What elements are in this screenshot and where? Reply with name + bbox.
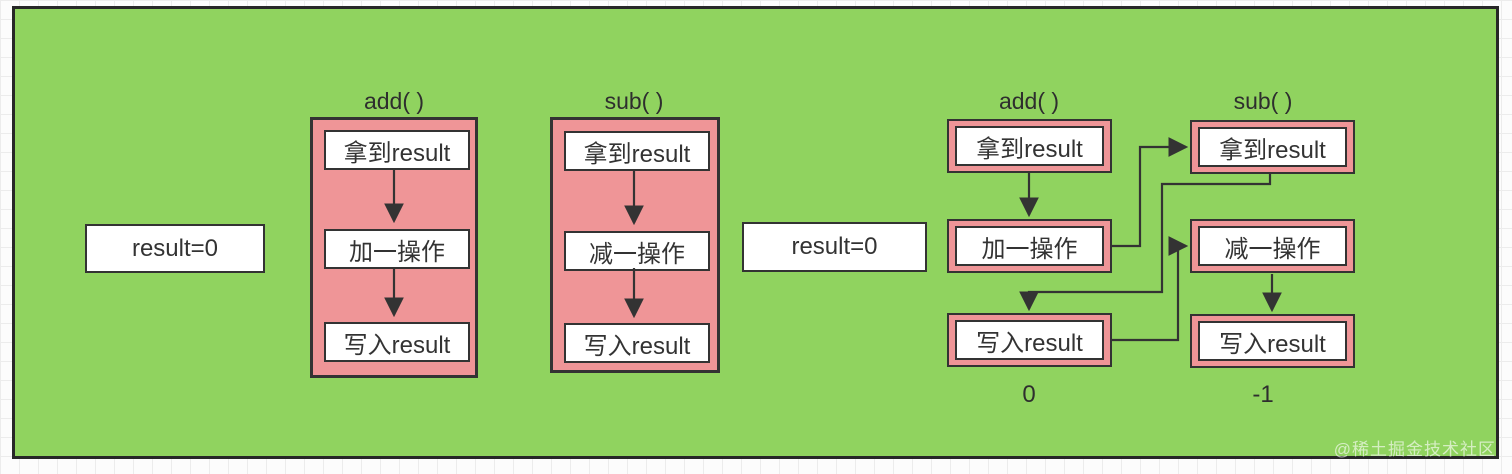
flow-step-increment: 加一操作 [324,229,470,269]
framed-step-sub-decrement: 减一操作 [1190,219,1355,273]
flow-step-get-result: 拿到result [324,130,470,170]
result-value-add: 0 [1022,381,1036,408]
flow-step-get-result: 拿到result [955,126,1104,166]
watermark: @稀土掘金技术社区 [1333,440,1496,459]
flow-step-write-result: 写入result [1198,321,1347,361]
result-value-sub: -1 [1252,381,1274,408]
flow-step-decrement: 减一操作 [1198,226,1347,266]
flow-container-add-left: 拿到result 加一操作 写入result [310,117,478,378]
flow-step-write-result: 写入result [324,322,470,362]
framed-step-sub-write: 写入result [1190,314,1355,368]
framed-step-add-get: 拿到result [947,119,1112,173]
framed-step-sub-get: 拿到result [1190,120,1355,174]
flow-step-increment: 加一操作 [955,226,1104,266]
initial-result-label: result=0 [131,234,219,262]
flow-step-decrement: 减一操作 [564,231,710,271]
flow-step-get-result: 拿到result [1198,127,1347,167]
framed-step-add-write: 写入result [947,313,1112,367]
flow-step-write-result: 写入result [564,323,710,363]
flow-title-add-right: add( ) [998,88,1060,114]
flow-title-sub-right: sub( ) [1233,88,1293,114]
initial-result-box-left: result=0 [85,224,265,273]
flow-title-add-left: add( ) [363,88,425,114]
initial-result-label: result=0 [791,233,878,260]
flow-container-sub-left: 拿到result 减一操作 写入result [550,117,720,373]
initial-result-box-right: result=0 [742,222,927,272]
flow-title-sub-left: sub( ) [604,88,664,114]
flow-step-get-result: 拿到result [564,131,710,171]
framed-step-add-increment: 加一操作 [947,219,1112,273]
flow-step-write-result: 写入result [955,320,1104,360]
